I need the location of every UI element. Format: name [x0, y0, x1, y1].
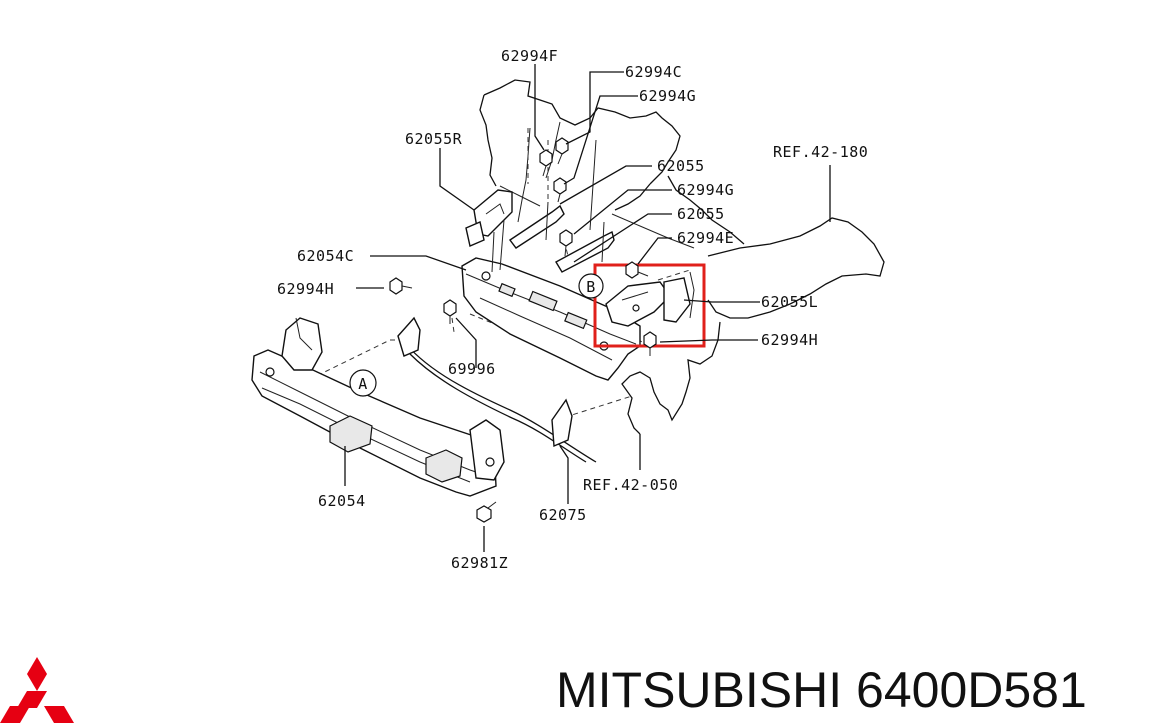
- callout-B: B: [578, 273, 604, 299]
- callout-A: A: [349, 369, 377, 397]
- bracket-62055R: [465, 189, 513, 273]
- part-labels: 62994F 62994C 62994G 62055R 62055 REF.42…: [277, 47, 868, 572]
- bolt-62994C: [555, 137, 569, 165]
- bolt-62994G-1: [553, 177, 567, 203]
- label-69996: 69996: [448, 360, 496, 378]
- clip-69996: [443, 299, 457, 324]
- bracket-62055L: [605, 271, 695, 327]
- label-62994E: 62994E: [677, 229, 734, 247]
- label-62054C: 62054C: [297, 247, 354, 265]
- upper-cross-member: [461, 257, 641, 381]
- bolt-62981Z: [476, 501, 497, 523]
- label-62055L: 62055L: [761, 293, 818, 311]
- label-62055-1: 62055: [657, 157, 705, 175]
- leader-lines: [344, 64, 831, 552]
- three-diamonds-logo-icon: [0, 657, 74, 723]
- label-62055R: 62055R: [405, 130, 463, 148]
- label-62054: 62054: [318, 492, 366, 510]
- lower-cross-member: [251, 317, 505, 497]
- label-62075: 62075: [539, 506, 587, 524]
- bolt-62994G-2: [559, 229, 573, 257]
- label-62994H-1: 62994H: [277, 280, 334, 298]
- callout-A-text: A: [358, 375, 368, 393]
- bolt-62994F: [539, 149, 553, 177]
- brackets-62055: [508, 201, 615, 273]
- bolts: [389, 137, 657, 523]
- label-62981Z: 62981Z: [451, 554, 508, 572]
- callout-B-text: B: [586, 278, 596, 296]
- label-ref-42-180: REF.42-180: [773, 143, 868, 161]
- cable-62075: [397, 316, 597, 463]
- label-62994H-2: 62994H: [761, 331, 818, 349]
- brand-part-number: MITSUBISHI 6400D581: [556, 662, 1087, 718]
- label-62994F: 62994F: [501, 47, 558, 65]
- bolt-62994H-lower: [643, 331, 657, 356]
- label-62994G-2: 62994G: [677, 181, 734, 199]
- bolt-62994E: [625, 261, 649, 279]
- label-62055-2: 62055: [677, 205, 725, 223]
- label-62994G-1: 62994G: [639, 87, 696, 105]
- bolt-62994H-upper: [389, 277, 413, 295]
- vehicle-body-outline: [479, 79, 885, 435]
- label-62994C: 62994C: [625, 63, 682, 81]
- label-ref-42-050: REF.42-050: [583, 476, 678, 494]
